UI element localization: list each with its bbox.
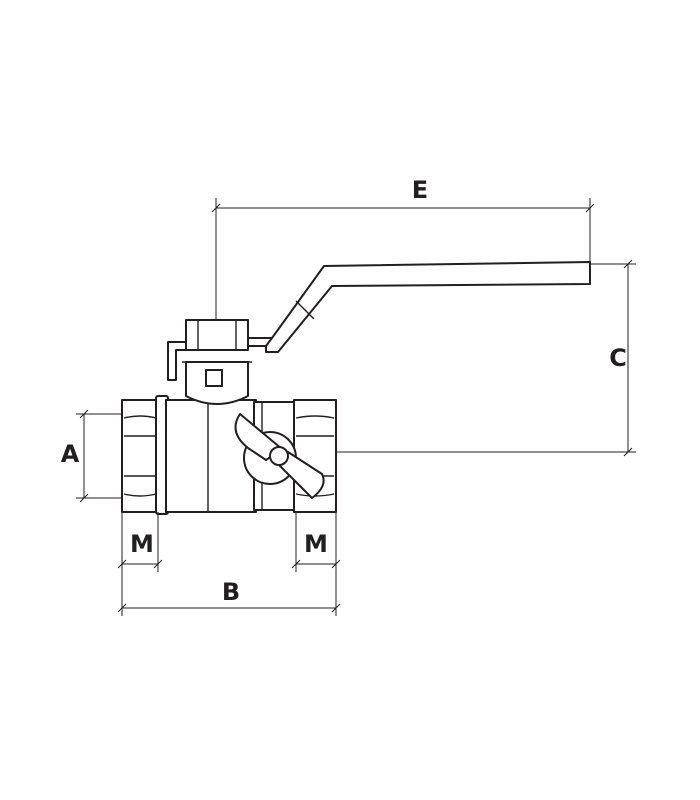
stem-assembly [167, 261, 591, 405]
dimension-a [76, 409, 122, 503]
butterfly-wing-bottom [273, 451, 325, 499]
label-m-left: M [130, 530, 154, 558]
drain-hub [269, 446, 289, 466]
lever-arm [265, 261, 591, 353]
dimension-c [336, 259, 636, 457]
label-c: C [609, 344, 627, 372]
dimension-e [211, 198, 595, 320]
label-m-right: M [304, 530, 328, 558]
butterfly-wing-top [234, 413, 283, 461]
dimension-m-right [291, 512, 341, 616]
label-e: E [412, 176, 428, 204]
dimension-b [117, 603, 341, 613]
drain-butterfly [234, 413, 325, 499]
stem-nut [185, 319, 249, 351]
label-a: A [61, 440, 80, 468]
stem-square [205, 369, 223, 387]
valve-body [121, 395, 337, 515]
dimension-m-left [117, 512, 163, 616]
label-b: B [222, 578, 240, 606]
left-hex-nut [121, 399, 159, 513]
